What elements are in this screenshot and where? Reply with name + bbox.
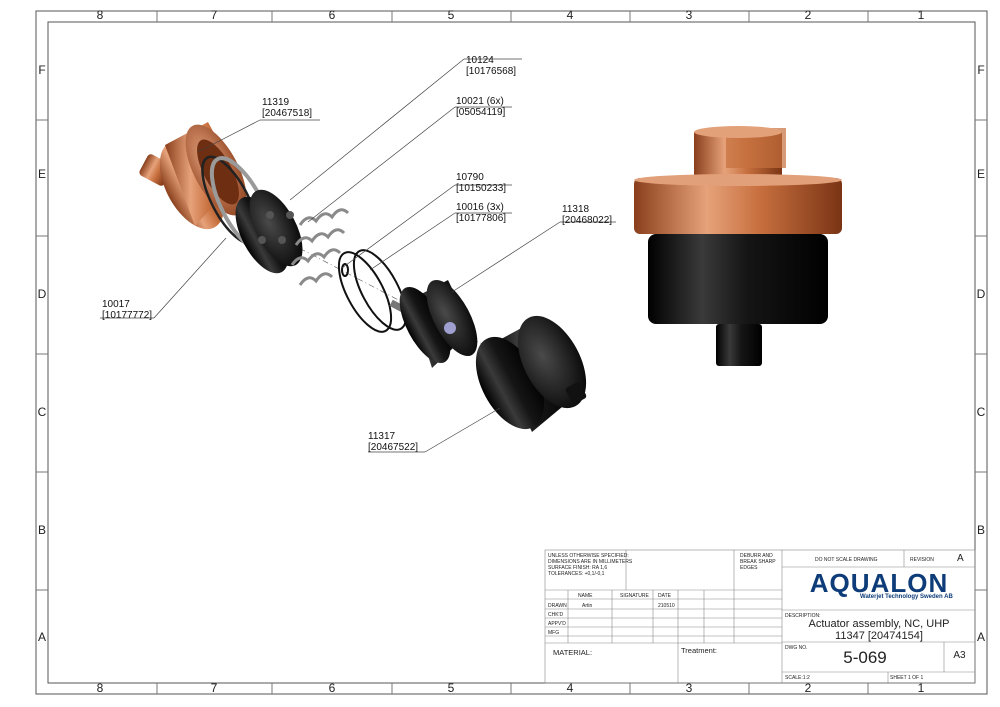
callout-10124-number: 10124 <box>466 55 494 66</box>
logo-wordmark: AQUALON <box>809 568 949 598</box>
callout-10016-number: 10016 (3x) <box>456 202 504 213</box>
callout-11318: 11318 [20468022] <box>562 204 613 226</box>
role-mfg: MFG <box>548 630 560 636</box>
revision-value: A <box>957 553 964 564</box>
zone-col-7-bottom: 7 <box>210 681 218 695</box>
deburr-line-1: DEBURR AND <box>740 553 773 559</box>
do-not-scale: DO NOT SCALE DRAWING <box>815 557 878 563</box>
callout-10124: 10124 [10176568] <box>466 55 517 77</box>
zone-row-c-right: C <box>976 405 986 419</box>
role-approved: APPV'D <box>548 621 566 627</box>
zone-row-c: C <box>37 405 47 419</box>
note-line-2: DIMENSIONS ARE IN MILLIMETERS <box>548 559 633 565</box>
callout-10017: 10017 [10177772] <box>102 299 153 321</box>
callout-10016: 10016 (3x) [10177806] <box>456 202 507 224</box>
material-label: MATERIAL: <box>553 648 593 657</box>
callout-10124-code: [10176568] <box>466 65 517 77</box>
zone-row-d: D <box>37 287 47 301</box>
role-drawn: DRAWN <box>548 603 567 609</box>
dwg-no-label: DWG NO. <box>785 645 808 651</box>
callout-10790-number: 10790 <box>456 172 484 183</box>
note-line-4: TOLERANCES: +0,1/-0,1 <box>548 571 605 577</box>
callout-11319: 11319 [20467518] <box>262 97 313 119</box>
callout-11319-number: 11319 <box>262 97 290 108</box>
part-11317-housing <box>475 315 587 432</box>
revision-label: REVISION <box>910 557 934 563</box>
zone-col-5: 5 <box>447 8 455 22</box>
zone-row-e-right: E <box>976 167 985 181</box>
deburr-line-2: BREAK SHARP <box>740 559 776 565</box>
zone-col-4-bottom: 4 <box>566 681 574 695</box>
assembled-actuator <box>634 126 842 366</box>
zone-row-f-right: F <box>977 63 985 77</box>
callout-10021-number: 10021 (6x) <box>456 96 504 107</box>
part-10790-small-o-ring <box>341 263 349 277</box>
part-11318-piston <box>389 279 478 368</box>
callout-10021: 10021 (6x) [05054119] <box>456 96 506 118</box>
leader-lines <box>153 58 561 453</box>
leader-underlines <box>100 58 616 453</box>
callout-10017-code: [10177772] <box>102 309 153 321</box>
note-line-1: UNLESS OTHERWISE SPECIFIED: <box>548 553 629 559</box>
note-line-3: SURFACE FINISH: RA 1,6 <box>548 565 608 571</box>
zone-col-3-bottom: 3 <box>685 681 693 695</box>
drawn-date: 210510 <box>658 603 675 609</box>
zone-col-2: 2 <box>804 8 812 22</box>
treatment-label: Treatment: <box>681 646 717 655</box>
callout-10790: 10790 [10150233] <box>456 172 507 194</box>
description-label: DESCRIPTION: <box>785 613 821 619</box>
zone-ticks <box>36 11 987 694</box>
zone-row-d-right: D <box>976 287 986 301</box>
zone-row-a: A <box>37 630 46 644</box>
sheet-number: SHEET 1 OF 1 <box>890 675 924 681</box>
description-line-1: Actuator assembly, NC, UHP <box>808 618 950 630</box>
deburr-line-3: EDGES <box>740 565 758 571</box>
zone-col-2-bottom: 2 <box>804 681 812 695</box>
deburr-note: DEBURR AND BREAK SHARP EDGES <box>740 553 776 571</box>
part-10124-spring-holder <box>235 189 303 274</box>
zone-row-b: B <box>37 523 46 537</box>
company-logo: AQUALON Waterjet Technology Sweden AB <box>800 570 958 600</box>
role-checked: CHK'D <box>548 612 564 618</box>
logo-tagline: Waterjet Technology Sweden AB <box>860 594 953 600</box>
general-notes: UNLESS OTHERWISE SPECIFIED: DIMENSIONS A… <box>548 553 632 577</box>
drawn-name: Artin <box>582 603 593 609</box>
callout-11319-code: [20467518] <box>262 107 313 119</box>
part-10016-o-ring-2 <box>352 249 408 331</box>
scale: SCALE:1:2 <box>785 675 810 681</box>
zone-col-7: 7 <box>210 8 218 22</box>
dwg-number: 5-069 <box>843 648 887 667</box>
callout-11317: 11317 [20467522] <box>368 431 419 453</box>
zone-row-a-right: A <box>976 630 985 644</box>
zone-col-1: 1 <box>917 8 925 22</box>
zone-row-b-right: B <box>976 523 985 537</box>
zone-col-6-bottom: 6 <box>328 681 336 695</box>
callout-11318-number: 11318 <box>562 204 590 215</box>
zone-col-1-bottom: 1 <box>917 681 925 695</box>
part-10016-o-ring <box>337 251 393 333</box>
sheet-size: A3 <box>953 650 966 661</box>
zone-col-4: 4 <box>566 8 574 22</box>
callout-10016-code: [10177806] <box>456 212 507 224</box>
callout-11318-code: [20468022] <box>562 214 613 226</box>
callout-11317-number: 11317 <box>368 431 396 442</box>
header-name: NAME <box>578 593 593 599</box>
header-signature: SIGNATURE <box>620 593 649 599</box>
callout-11317-code: [20467522] <box>368 441 419 453</box>
zone-row-e: E <box>37 167 46 181</box>
zone-col-8: 8 <box>96 8 104 22</box>
header-date: DATE <box>658 593 671 599</box>
description-line-2: 11347 [20474154] <box>835 630 923 642</box>
zone-col-3: 3 <box>685 8 693 22</box>
zone-col-5-bottom: 5 <box>447 681 455 695</box>
callout-10790-code: [10150233] <box>456 182 507 194</box>
zone-col-8-bottom: 8 <box>96 681 104 695</box>
zone-row-f: F <box>38 63 46 77</box>
callout-10021-code: [05054119] <box>456 106 506 118</box>
part-10021-springs <box>290 208 350 286</box>
callout-10017-number: 10017 <box>102 299 130 310</box>
zone-col-6: 6 <box>328 8 336 22</box>
title-block-grid <box>544 549 976 684</box>
